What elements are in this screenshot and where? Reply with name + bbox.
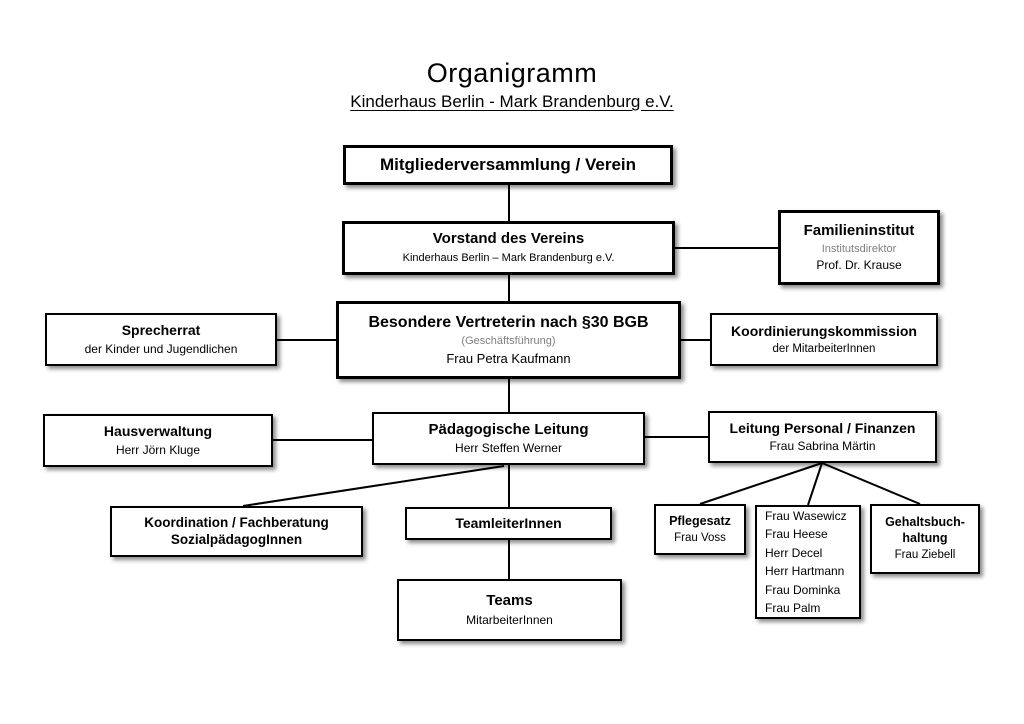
box-title: Teams: [486, 591, 533, 609]
box-title: Sprecherrat: [121, 322, 201, 339]
box-koordination-fachberatung: Koordination / Fachberatung Sozialpädago…: [110, 506, 363, 557]
box-title: Leitung Personal / Finanzen: [729, 419, 916, 436]
box-person: Frau Petra Kaufmann: [446, 350, 571, 366]
box-title: Pädagogische Leitung: [428, 420, 589, 438]
connector-leitungpf-team: [807, 462, 823, 506]
box-personal-finanzen-team: Frau Wasewicz Frau Heese Herr Decel Herr…: [755, 505, 861, 619]
box-pflegesatz: Pflegesatz Frau Voss: [654, 504, 746, 555]
team-member: Herr Hartmann: [765, 564, 845, 578]
box-person: Frau Sabrina Märtin: [769, 439, 876, 454]
box-hausverwaltung: Hausverwaltung Herr Jörn Kluge: [43, 414, 273, 467]
box-title-line2: haltung: [902, 530, 948, 545]
team-member: Frau Heese: [765, 527, 828, 541]
box-title-line1: Koordination / Fachberatung: [144, 514, 329, 530]
box-title: Pflegesatz: [669, 513, 731, 528]
box-teams: Teams MitarbeiterInnen: [397, 579, 622, 641]
box-familieninstitut: Familieninstitut Institutsdirektor Prof.…: [778, 210, 940, 285]
connector-leitungpf-gehaltsbuchhaltung: [821, 462, 921, 505]
box-paedagogische-leitung: Pädagogische Leitung Herr Steffen Werner: [372, 412, 645, 465]
box-koordinierungskommission: Koordinierungskommission der Mitarbeiter…: [710, 313, 938, 366]
box-title: Vorstand des Vereins: [432, 230, 585, 248]
connector-leitungpf-pflegesatz: [699, 462, 823, 505]
team-member: Frau Dominka: [765, 582, 841, 597]
team-member: Frau Palm: [765, 601, 821, 615]
box-role: (Geschäftsführung): [461, 335, 556, 347]
page-subtitle: Kinderhaus Berlin - Mark Brandenburg e.V…: [350, 92, 674, 111]
box-role: Institutsdirektor: [821, 242, 897, 255]
box-person: Frau Ziebell: [894, 549, 956, 562]
box-title: Koordinierungskommission: [731, 322, 917, 339]
box-gehaltsbuchhaltung: Gehaltsbuch- haltung Frau Ziebell: [870, 504, 980, 574]
box-leitung-personal-finanzen: Leitung Personal / Finanzen Frau Sabrina…: [708, 411, 937, 463]
box-title-line1: Gehaltsbuch-: [885, 515, 965, 530]
connector-paedleitung-koordination: [242, 465, 505, 507]
box-person: Frau Voss: [674, 532, 726, 545]
box-subtitle: der Kinder und Jugendlichen: [84, 341, 238, 356]
box-title: Mitgliederversammlung / Verein: [379, 155, 637, 175]
box-person: Prof. Dr. Krause: [816, 258, 902, 273]
box-person: Herr Jörn Kluge: [115, 442, 201, 457]
box-title: Familieninstitut: [803, 221, 915, 239]
box-vorstand: Vorstand des Vereins Kinderhaus Berlin –…: [342, 221, 675, 275]
box-teamleiterinnen: TeamleiterInnen: [405, 507, 612, 540]
page-title: Organigramm: [426, 58, 598, 88]
page-header: Organigramm Kinderhaus Berlin - Mark Bra…: [0, 58, 1024, 112]
team-member: Frau Wasewicz: [765, 508, 847, 523]
box-subtitle: Kinderhaus Berlin – Mark Brandenburg e.V…: [402, 252, 615, 264]
box-mitgliederversammlung: Mitgliederversammlung / Verein: [343, 145, 673, 185]
box-person: Herr Steffen Werner: [455, 441, 562, 456]
box-title: TeamleiterInnen: [455, 514, 562, 531]
box-title-line2: SozialpädagogInnen: [170, 531, 303, 547]
box-title: Hausverwaltung: [103, 423, 213, 440]
box-sprecherrat: Sprecherrat der Kinder und Jugendlichen: [45, 313, 277, 366]
team-member: Herr Decel: [765, 545, 823, 560]
box-subtitle: MitarbeiterInnen: [466, 613, 553, 628]
box-besondere-vertreterin: Besondere Vertreterin nach §30 BGB (Gesc…: [336, 301, 681, 379]
box-title: Besondere Vertreterin nach §30 BGB: [368, 314, 649, 331]
box-subtitle: der MitarbeiterInnen: [772, 343, 876, 356]
